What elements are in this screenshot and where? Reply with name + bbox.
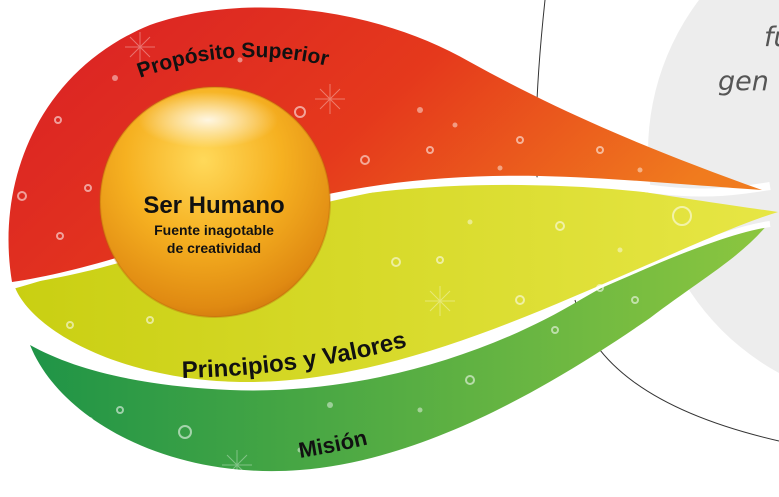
sphere-subtitle-line-1: Fuente inagotable xyxy=(154,222,274,238)
sphere-subtitle-line-2: de creatividad xyxy=(167,240,261,256)
sphere-title: Ser Humano xyxy=(143,192,284,219)
sphere-ser-humano xyxy=(99,86,331,318)
quote-text-line-2: gen xyxy=(718,66,769,97)
quote-text-line-1: fu xyxy=(764,22,779,53)
decorative-bubbles xyxy=(17,95,692,439)
decorative-sparkles xyxy=(125,32,505,480)
separator-yellow-green xyxy=(22,221,771,389)
petal-bottom-mision xyxy=(30,224,768,472)
petal-middle-principios xyxy=(14,180,778,383)
